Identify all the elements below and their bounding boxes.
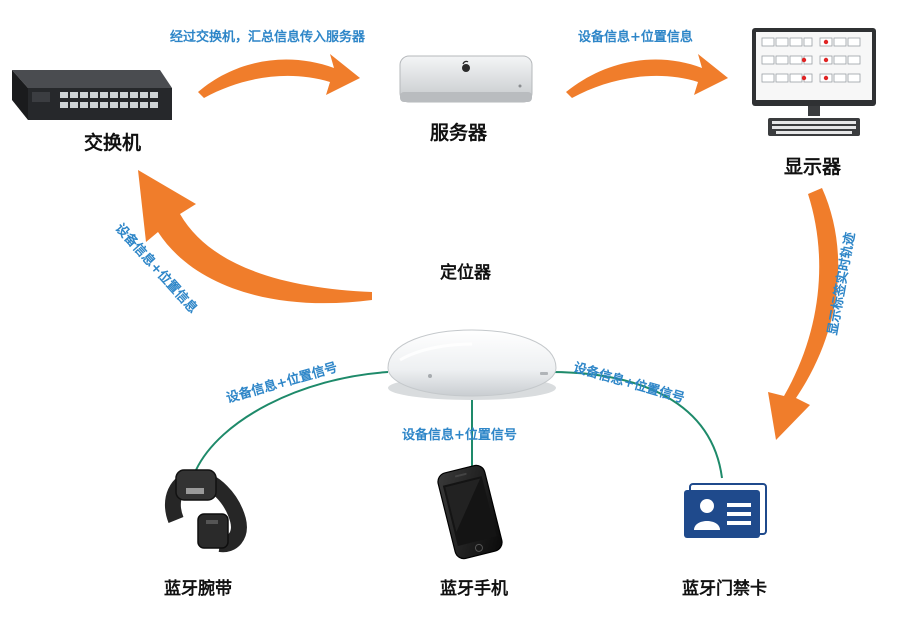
- monitor-icon: [752, 28, 876, 136]
- label-card: 蓝牙门禁卡: [682, 579, 767, 599]
- arrow-server-to-display: [566, 54, 728, 98]
- wristband-icon: [164, 469, 247, 553]
- arrow-switch-to-server: [198, 54, 360, 98]
- label-phone: 蓝牙手机: [440, 579, 508, 599]
- id-card-icon: [684, 483, 767, 538]
- smartphone-icon: [437, 464, 503, 560]
- label-display: 显示器: [784, 156, 842, 178]
- arrow-display-to-card: [768, 188, 839, 440]
- link-wristband-to-locator: [195, 371, 389, 471]
- link-card-to-locator: [549, 371, 723, 479]
- label-switch: 交换机: [84, 132, 142, 154]
- edge-label-server-to-display: 设备信息+位置信息: [578, 30, 693, 45]
- label-wristband: 蓝牙腕带: [164, 579, 232, 599]
- bluetooth-beacon-icon: [387, 329, 557, 400]
- mini-server-icon: [399, 55, 533, 103]
- label-locator: 定位器: [440, 263, 491, 283]
- edge-label-switch-to-server: 经过交换机，汇总信息传入服务器: [170, 30, 366, 45]
- label-server: 服务器: [430, 122, 488, 144]
- arrow-locator-to-switch: [138, 170, 372, 304]
- edge-label-phone: 设备信息+位置信号: [402, 428, 517, 443]
- network-switch-icon: [12, 70, 172, 120]
